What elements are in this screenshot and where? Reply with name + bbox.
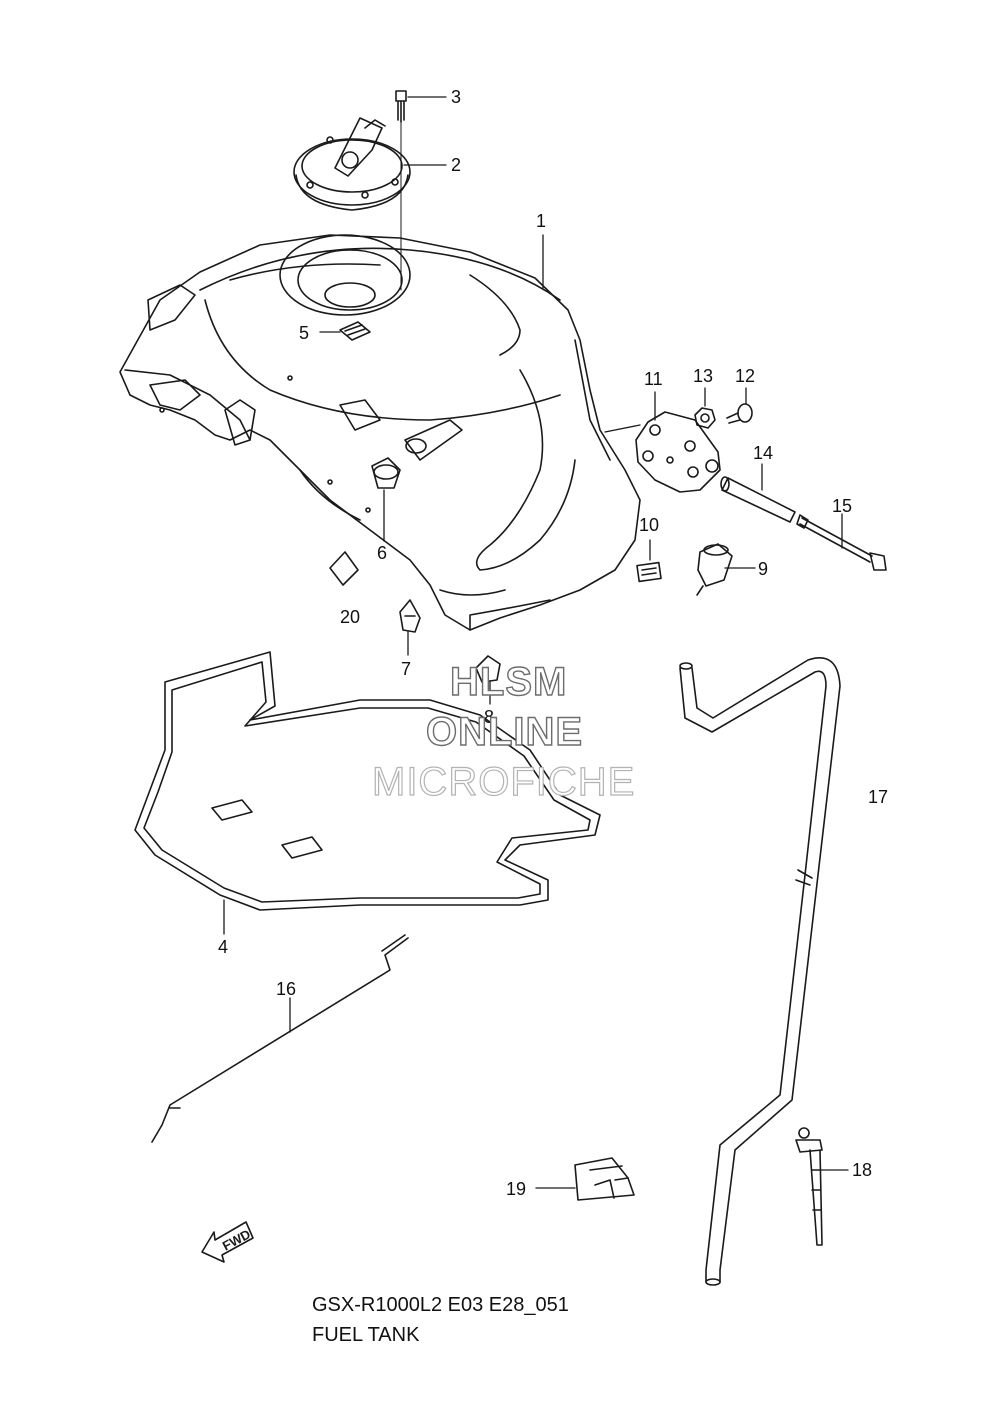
leader-lines bbox=[223, 96, 849, 1189]
callout-17: 17 bbox=[868, 787, 889, 807]
diagram-title: FUEL TANK bbox=[312, 1324, 420, 1346]
fwd-arrow-icon: FWD bbox=[201, 1221, 254, 1263]
callout-12: 12 bbox=[735, 366, 756, 386]
callout-8: 8 bbox=[484, 707, 495, 727]
callout-5: 5 bbox=[299, 323, 310, 343]
callout-13: 13 bbox=[693, 366, 714, 386]
part-14-collar bbox=[720, 476, 796, 523]
watermark-line-2: ONLINE bbox=[425, 710, 584, 754]
part-7-clip bbox=[399, 599, 421, 633]
callout-1: 1 bbox=[536, 211, 547, 231]
callout-20: 20 bbox=[340, 607, 361, 627]
fwd-label: FWD bbox=[220, 1226, 253, 1253]
part-13-nut bbox=[694, 407, 716, 429]
part-2-fuel-cap bbox=[293, 117, 411, 211]
callout-3: 3 bbox=[451, 87, 462, 107]
part-5-plate bbox=[339, 321, 371, 341]
callout-4: 4 bbox=[218, 937, 229, 957]
callout-7: 7 bbox=[401, 659, 412, 679]
watermark-line-3: MICROFICHE bbox=[371, 760, 636, 804]
callout-16: 16 bbox=[276, 979, 297, 999]
part-1-fuel-tank bbox=[119, 234, 641, 631]
part-3-bolt bbox=[395, 90, 407, 291]
callout-15: 15 bbox=[832, 496, 853, 516]
part-10-pad bbox=[636, 561, 662, 583]
part-8-clip bbox=[475, 655, 501, 683]
part-15-bolt bbox=[796, 514, 887, 571]
part-6-grommet bbox=[371, 457, 401, 489]
callout-2: 2 bbox=[451, 155, 462, 175]
watermark-line-1: HLSM bbox=[449, 660, 568, 704]
part-16-wire bbox=[151, 934, 409, 1143]
callout-6: 6 bbox=[377, 543, 388, 563]
model-code: GSX-R1000L2 E03 E28_051 bbox=[312, 1294, 569, 1316]
callout-10: 10 bbox=[639, 515, 660, 535]
callout-11: 11 bbox=[644, 369, 663, 389]
part-11-bracket bbox=[635, 411, 721, 493]
part-17-hose bbox=[679, 657, 841, 1286]
part-12-bolt bbox=[726, 403, 753, 424]
part-18-tie bbox=[795, 1127, 823, 1246]
callout-14: 14 bbox=[753, 443, 774, 463]
part-20-pad bbox=[329, 551, 359, 586]
callout-9: 9 bbox=[758, 559, 769, 579]
part-4-heat-shield bbox=[134, 651, 601, 911]
callout-18: 18 bbox=[852, 1160, 873, 1180]
callout-19: 19 bbox=[506, 1179, 527, 1199]
part-9-cushion bbox=[696, 543, 733, 596]
part-19-clamp bbox=[574, 1157, 635, 1201]
